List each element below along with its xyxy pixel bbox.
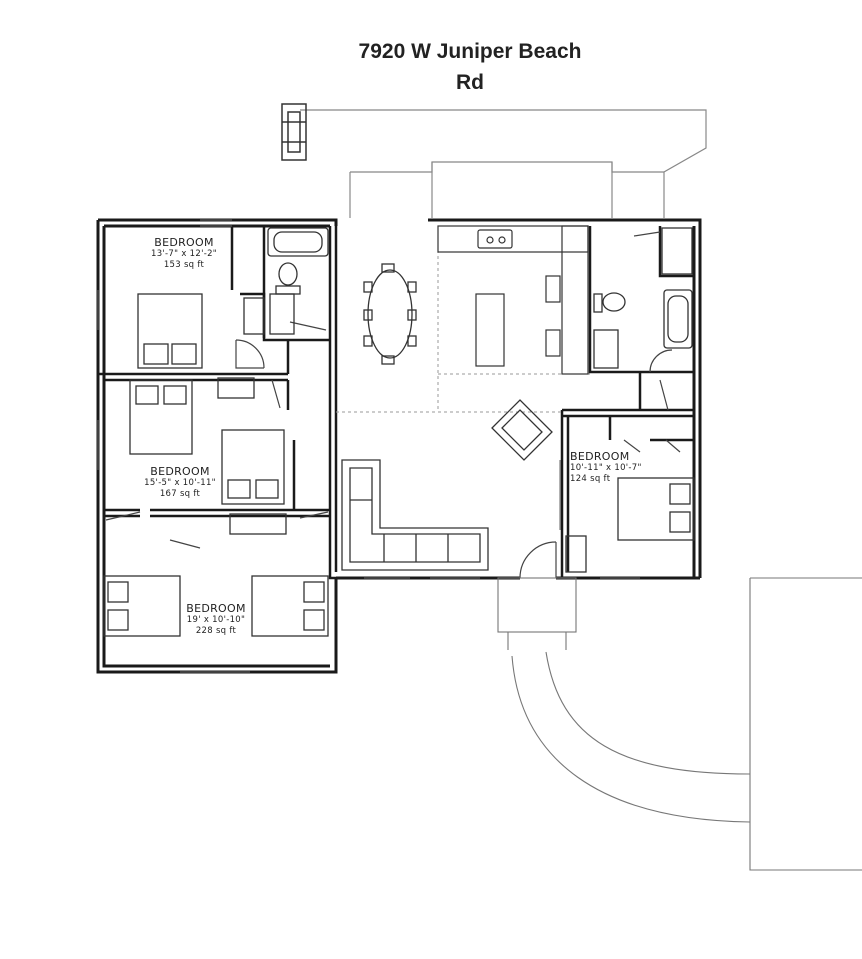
zone-lines	[336, 250, 590, 413]
room-label-bedroom-4: BEDROOM 10'-11" x 10'-7" 124 sq ft	[570, 450, 646, 485]
room-area: 228 sq ft	[195, 626, 237, 636]
front-walkway	[497, 577, 862, 871]
rear-deck	[300, 109, 707, 218]
interior-walls	[98, 226, 694, 580]
room-name: BEDROOM	[150, 465, 210, 478]
room-dimensions: 15'-5" x 10'-11"	[144, 478, 216, 488]
bed-icon-4	[565, 477, 695, 573]
armchair-icon	[491, 399, 553, 461]
room-area: 167 sq ft	[159, 489, 201, 499]
bed-icon	[137, 293, 203, 369]
room-dimensions: 19' x 10'-10"	[186, 615, 246, 625]
room-label-bedroom-3: BEDROOM 19' x 10'-10" 228 sq ft	[164, 602, 268, 637]
vanity-icon	[243, 293, 295, 335]
room-name: BEDROOM	[570, 450, 630, 463]
room-area: 124 sq ft	[570, 474, 611, 484]
room-label-bedroom-2: BEDROOM 15'-5" x 10'-11" 167 sq ft	[128, 465, 232, 500]
room-name: BEDROOM	[154, 236, 214, 249]
grill-icon	[281, 103, 307, 161]
room-name: BEDROOM	[186, 602, 246, 615]
windows	[97, 219, 640, 673]
door-swings	[105, 231, 681, 579]
room-dimensions: 10'-11" x 10'-7"	[570, 463, 642, 473]
address-line-2: Rd	[456, 71, 484, 94]
toilet-icon-2	[593, 292, 626, 369]
property-address-title: 7920 W Juniper Beach Rd	[300, 36, 640, 98]
bed-icon-3	[103, 575, 329, 637]
bathtub-icon-2	[661, 227, 693, 349]
room-label-bedroom-1: BEDROOM 13'-7" x 12'-2" 153 sq ft	[132, 236, 236, 271]
dining-table-icon	[363, 263, 417, 365]
kitchen-counters	[437, 225, 589, 375]
bed-icon-2	[129, 377, 287, 535]
bathtub-icon	[267, 227, 329, 257]
sectional-sofa-icon	[341, 459, 489, 571]
room-dimensions: 13'-7" x 12'-2"	[150, 249, 217, 259]
address-line-1: 7920 W Juniper Beach	[358, 40, 582, 63]
room-area: 153 sq ft	[163, 260, 205, 270]
toilet-icon	[275, 262, 301, 295]
